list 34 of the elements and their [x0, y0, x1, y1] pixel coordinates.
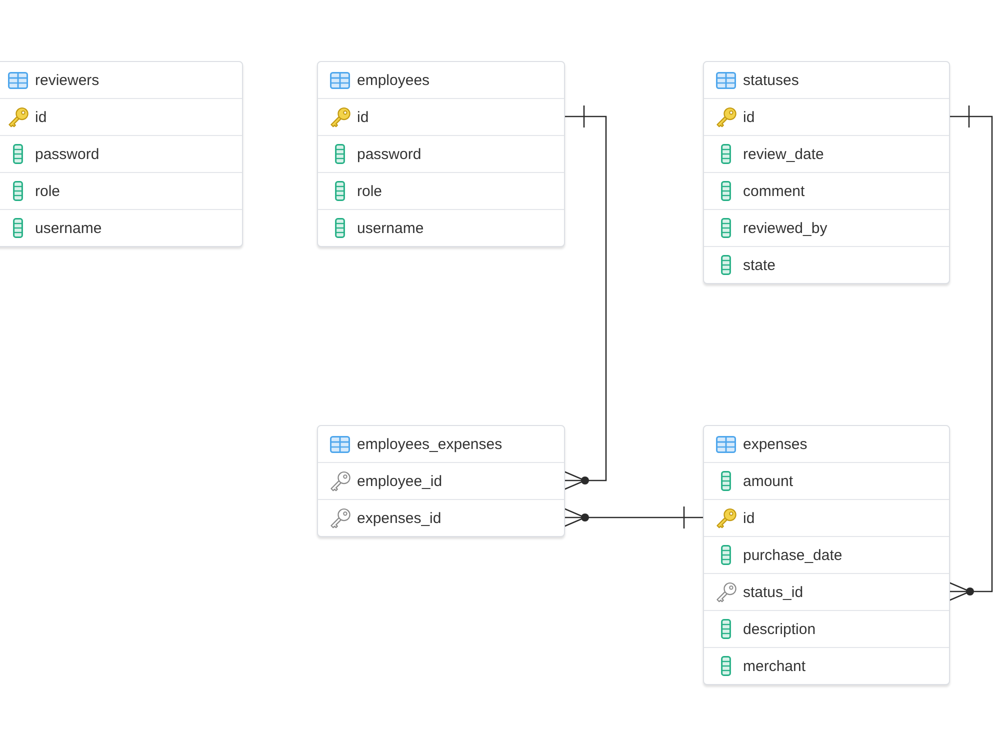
column-name: role: [35, 182, 60, 200]
column-name: status_id: [743, 584, 804, 600]
relationship-line: [948, 104, 993, 602]
column-name: id: [357, 108, 369, 126]
column-name: id: [743, 108, 755, 126]
table-card: [0, 61, 243, 247]
table-name: employees_expenses: [357, 436, 502, 452]
table-card: [703, 425, 950, 685]
column-name: expenses_id: [357, 510, 442, 526]
column-name: username: [35, 220, 102, 236]
column-name: role: [357, 182, 382, 200]
column-name: id: [743, 510, 755, 526]
relationship-line: [563, 506, 704, 530]
table-card: [317, 425, 565, 537]
column-name: review_date: [743, 146, 824, 162]
column-name: amount: [743, 472, 794, 490]
column-name: comment: [743, 182, 805, 200]
column-name: purchase_date: [743, 546, 842, 564]
table-name: statuses: [743, 72, 799, 88]
column-name: state: [743, 256, 776, 274]
table-name: employees: [357, 72, 430, 88]
table-card: [703, 61, 950, 284]
column-name: reviewed_by: [743, 220, 828, 236]
column-name: password: [35, 146, 100, 162]
table-name: expenses: [743, 436, 808, 452]
column-name: description: [743, 620, 816, 638]
table-name: reviewers: [35, 72, 100, 88]
relationship-line: [563, 104, 607, 490]
column-name: password: [357, 146, 422, 162]
column-name: id: [35, 108, 47, 126]
column-name: merchant: [743, 658, 806, 674]
table-card: [317, 61, 565, 247]
column-name: username: [357, 220, 424, 236]
column-name: employee_id: [357, 472, 442, 490]
